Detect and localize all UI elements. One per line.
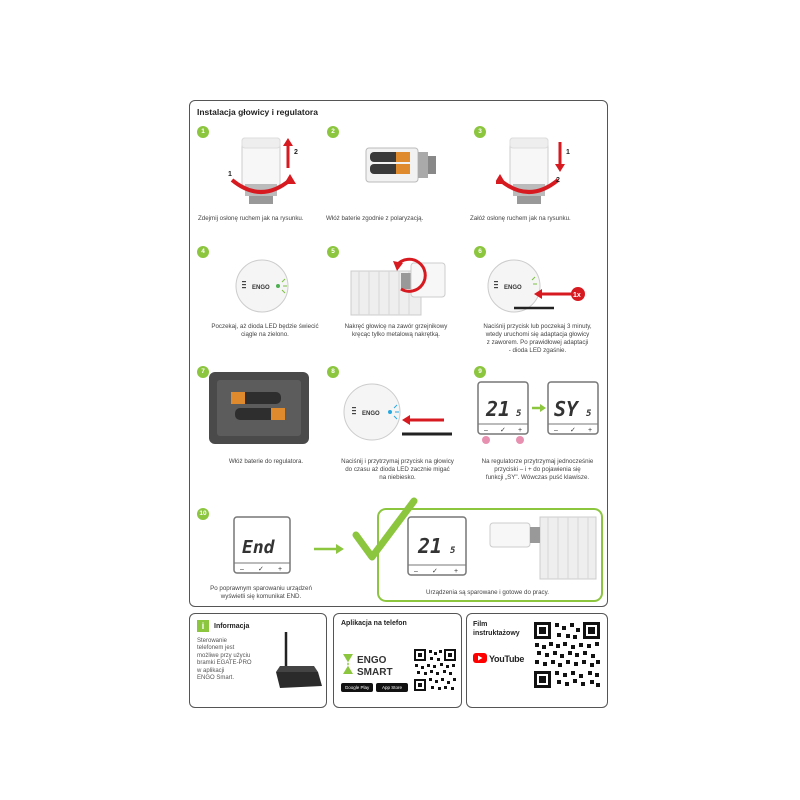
svg-text:–: – [414, 568, 418, 575]
step-number-4: 4 [197, 246, 209, 258]
controller-end-lcd: End – ✓ + [233, 516, 291, 574]
info-box [189, 613, 327, 708]
app-qr-code[interactable] [413, 648, 457, 692]
step-8-caption: Naciśnij i przytrzymaj przycisk na głowi… [341, 458, 454, 481]
rotate-arrow-icon [395, 257, 427, 293]
svg-text:1: 1 [228, 171, 232, 178]
step-number-1: 1 [197, 126, 209, 138]
step-number-5: 5 [327, 246, 339, 258]
head-install-cover-illustration: 1 2 [496, 137, 570, 204]
svg-text:2: 2 [294, 149, 298, 156]
app-store-badge[interactable]: App Store [376, 683, 408, 692]
press-count-badge [571, 287, 585, 301]
paired-success-panel: 21 5 – ✓ + [352, 497, 603, 602]
svg-text:End: End [242, 537, 276, 558]
step-6-caption: Naciśnij przycisk lub poczekaj 3 minuty,… [483, 323, 592, 354]
svg-text:✓: ✓ [500, 427, 506, 434]
step-number-6: 6 [474, 246, 486, 258]
finger-press-icon [516, 436, 524, 444]
controller-pairing-illustration: 21 5 – ✓ + SY 5 – ✓ + [477, 381, 599, 444]
step-7-caption: Włóż baterie do regulatora. [228, 458, 304, 465]
step-2-caption: Włóż baterie zgodnie z polaryzacją. [326, 215, 424, 222]
right-arrow-icon [314, 544, 344, 554]
head-pairing-illustration: ENGO [343, 383, 452, 441]
app-box-title: Aplikacja na telefon [341, 620, 407, 627]
svg-text:21: 21 [417, 534, 442, 558]
step-number-9: 9 [474, 366, 486, 378]
svg-text:5: 5 [450, 546, 456, 556]
head-press-button-illustration: ENGO 1x [487, 259, 585, 313]
svg-text:5: 5 [586, 409, 592, 419]
svg-text:+: + [278, 566, 282, 573]
head-remove-cover-illustration: 1 2 [228, 137, 298, 204]
svg-text:+: + [588, 427, 592, 434]
step-number-2: 2 [327, 126, 339, 138]
step-1-caption: Zdejmij osłonę ruchem jak na rysunku. [198, 215, 304, 222]
svg-text:ENGO: ENGO [504, 285, 522, 291]
step-3-caption: Załóż osłonę ruchem jak na rysunku. [470, 215, 571, 222]
led-blue-icon [388, 410, 392, 414]
gateway-device-image [276, 632, 322, 688]
step-10-right-caption: Urządzenia są sparowane i gotowe do prac… [425, 589, 549, 596]
youtube-logo[interactable]: YouTube [472, 651, 532, 665]
svg-text:5: 5 [516, 409, 522, 419]
google-play-badge[interactable]: Google Play [341, 683, 373, 692]
checkmark-icon [352, 497, 418, 561]
svg-text:ENGO: ENGO [362, 411, 380, 417]
svg-text:+: + [454, 568, 458, 575]
svg-text:SMART: SMART [357, 667, 393, 678]
svg-text:–: – [484, 427, 488, 434]
finger-press-icon [482, 436, 490, 444]
film-qr-code[interactable] [533, 621, 601, 689]
app-box [333, 613, 462, 708]
installation-frame [189, 100, 608, 607]
svg-text:2: 2 [556, 177, 560, 184]
svg-text:✓: ✓ [570, 427, 576, 434]
insert-batteries-head-illustration [365, 147, 436, 183]
step-number-8: 8 [327, 366, 339, 378]
svg-text:SY: SY [554, 397, 580, 421]
svg-text:1x: 1x [573, 292, 581, 299]
svg-text:ENGO: ENGO [252, 285, 270, 291]
svg-text:✓: ✓ [432, 568, 438, 575]
film-box [466, 613, 608, 708]
controller-lcd-b [547, 381, 599, 435]
head-led-green-illustration: ENGO [235, 259, 289, 313]
svg-text:ENGO: ENGO [357, 655, 387, 666]
svg-text:–: – [240, 566, 244, 573]
svg-text:1: 1 [566, 149, 570, 156]
svg-text:✓: ✓ [258, 566, 264, 573]
step-number-10: 10 [197, 508, 209, 520]
svg-text:YouTube: YouTube [489, 654, 524, 664]
controller-lcd-a [477, 381, 529, 435]
svg-text:21: 21 [485, 397, 510, 421]
step-number-7: 7 [197, 366, 209, 378]
info-box-title: Informacja [214, 623, 250, 630]
page-title: Instalacja głowicy i regulatora [197, 107, 318, 117]
svg-text:–: – [554, 427, 558, 434]
step-number-3: 3 [474, 126, 486, 138]
led-green-icon [276, 284, 280, 288]
controller-batteries-illustration [209, 372, 309, 444]
screw-head-on-radiator-illustration [350, 257, 446, 316]
engo-smart-logo: ENGO SMART [343, 654, 393, 678]
svg-text:+: + [518, 427, 522, 434]
info-icon: i [197, 620, 209, 632]
